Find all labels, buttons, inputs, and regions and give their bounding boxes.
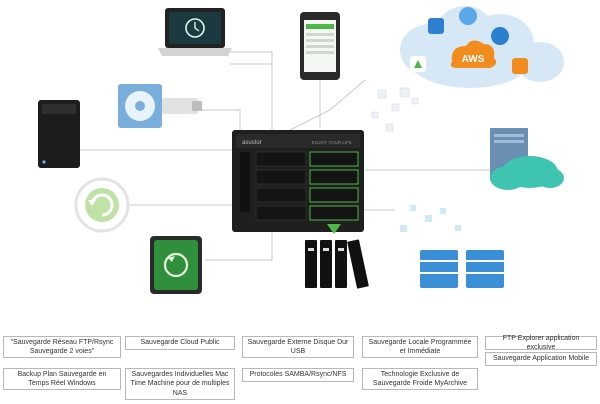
down-arrow-icon <box>327 224 341 234</box>
label-backup-plan: Backup Plan Sauvegarde en Temps Réel Win… <box>3 368 121 390</box>
label-protocols: Protocoles SAMBA/Rsync/NFS <box>242 368 354 382</box>
laptop-time-machine-icon <box>158 8 232 56</box>
drive-bays-icon <box>305 239 369 289</box>
smartphone-icon <box>300 12 340 80</box>
sync-circle-icon <box>74 177 130 233</box>
nas-brand: asustor <box>242 140 262 146</box>
floating-cubes <box>371 87 419 132</box>
main-nas-icon: asustor ENJOY YOUR LIFE <box>232 130 364 232</box>
server-cloud-icon <box>490 128 564 190</box>
small-nas-icon <box>38 100 80 168</box>
label-cloud-public: Sauvegarde Cloud Public <box>125 336 235 350</box>
floating-blue-cubes <box>400 205 461 232</box>
database-stack-icon <box>420 250 504 288</box>
label-local-scheduled: Sauvegarde Locale Programmée et Immédiat… <box>362 336 478 358</box>
label-external-usb: Sauvegarde Externe Disque Dur USB <box>242 336 354 358</box>
aws-label: AWS <box>462 54 485 65</box>
cloud-services-icon: AWS <box>400 6 564 88</box>
label-time-machine: Sauvegardes Individuelles Mac Time Machi… <box>125 368 235 400</box>
label-myarchive: Technologie Exclusive de Sauvegarde Froi… <box>362 368 478 390</box>
optical-disc-usb-icon <box>118 84 202 128</box>
label-mobile-backup: Sauvegarde Application Mobile <box>485 352 597 366</box>
label-ftp-explorer: FTP Explorer application exclusive <box>485 335 597 351</box>
backup-diagram: AWS asustor ENJOY YOUR LIFE <box>38 6 564 294</box>
nas-screen-text: ENJOY YOUR LIFE <box>312 140 352 145</box>
connector-lines <box>75 51 490 261</box>
label-backup-rsync: "Sauvegarde Réseau FTP/Rsync Sauvegarde … <box>3 336 121 358</box>
nas-drive-bays <box>255 151 359 221</box>
external-drive-sync-icon <box>150 236 202 294</box>
